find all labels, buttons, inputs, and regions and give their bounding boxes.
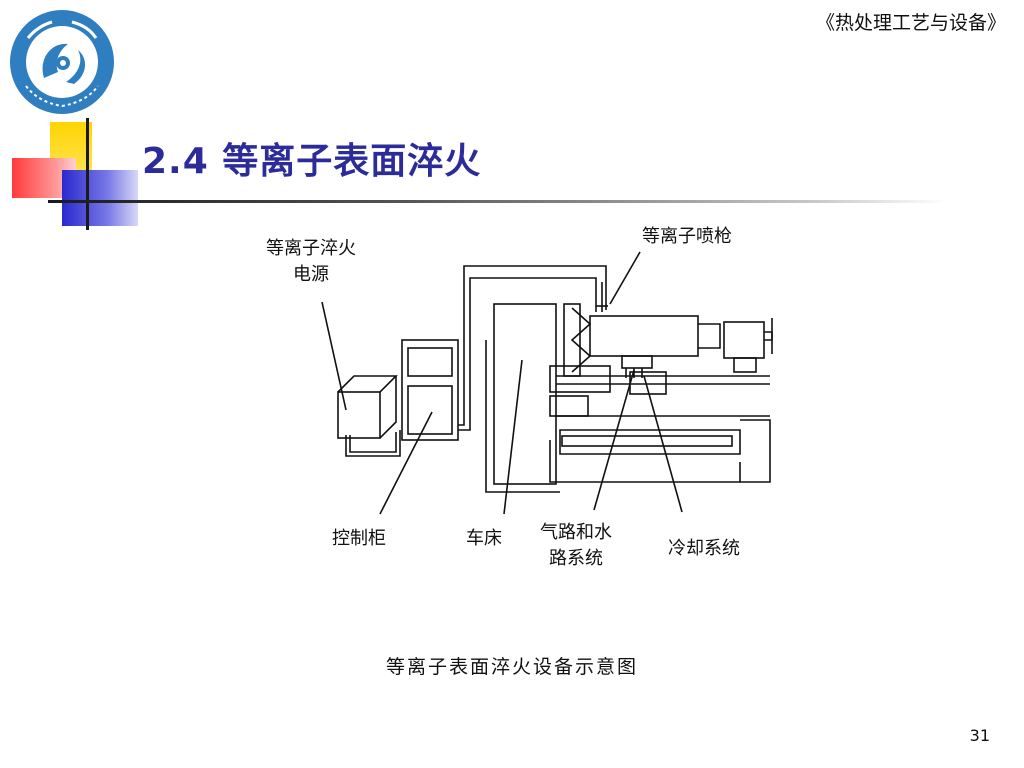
page-number: 31: [969, 726, 990, 745]
control-cabinet-box: [401, 339, 459, 441]
decorative-squares: [0, 118, 160, 230]
label-cooling-system: 冷却系统: [668, 538, 740, 559]
vertical-rule: [86, 118, 89, 230]
lathe-body: [485, 303, 771, 493]
leader-gas-water: [593, 369, 635, 511]
leader-plasma-gun: [609, 251, 641, 305]
label-gas-water-system: 气路和水 路系统: [540, 522, 612, 569]
power-supply-box: [337, 375, 398, 439]
plasma-hardening-equipment-diagram: [321, 251, 773, 515]
leader-cooling: [643, 375, 683, 513]
leader-power-supply: [321, 301, 347, 411]
course-title: 《热处理工艺与设备》: [815, 12, 1006, 34]
figure-caption: 等离子表面淬火设备示意图: [385, 656, 638, 678]
label-control-cabinet: 控制柜: [332, 528, 386, 549]
leader-lathe: [503, 359, 523, 515]
label-plasma-gun: 等离子喷枪: [642, 226, 732, 247]
title-underline: [48, 200, 948, 203]
slide-title: 2.4 等离子表面淬火: [142, 141, 482, 182]
label-lathe: 车床: [466, 528, 502, 549]
leader-control-cabinet: [379, 411, 433, 515]
university-logo: [10, 10, 114, 114]
tailstock: [723, 318, 773, 373]
label-power-supply-text: 等离子淬火 电源: [266, 238, 356, 285]
blue-square: [62, 170, 138, 226]
label-power-supply: 等离子淬火 电源: [266, 236, 356, 288]
